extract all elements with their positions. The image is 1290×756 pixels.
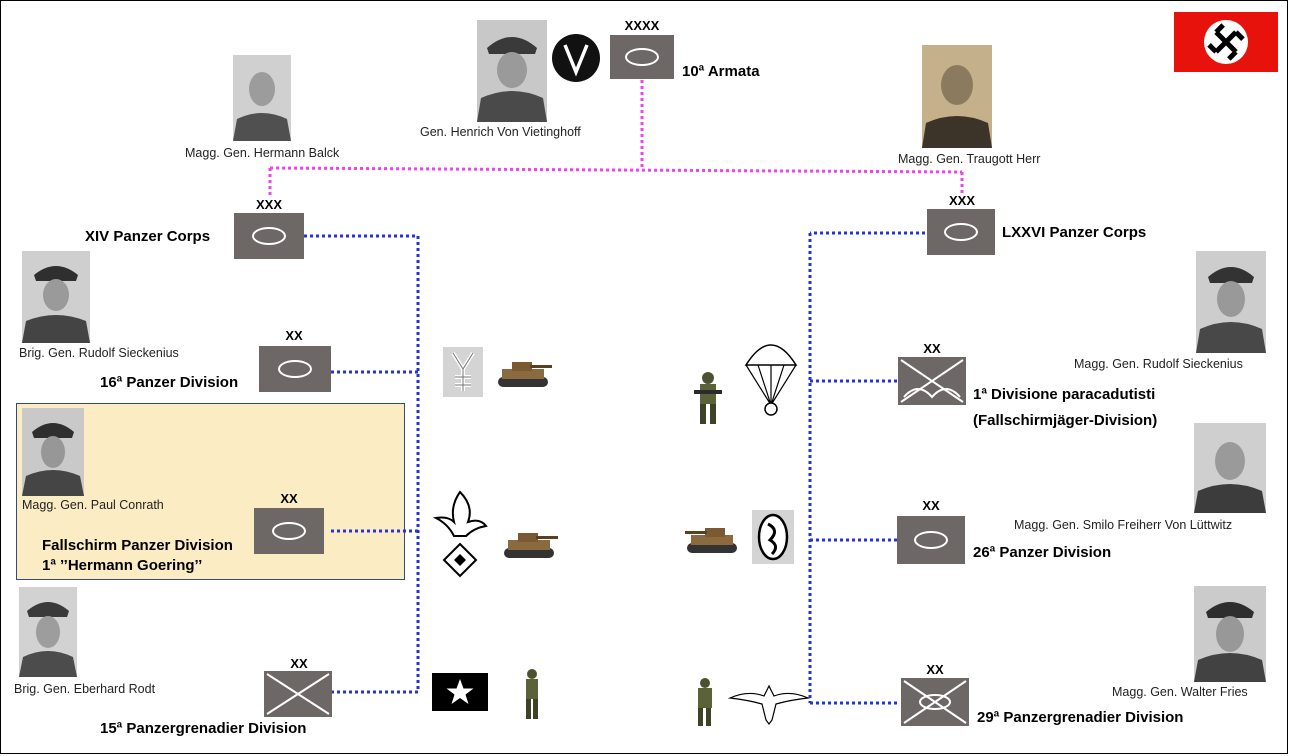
portrait-photo: [22, 408, 84, 496]
army-commander: Gen. Henrich Von Vietinghoff: [420, 125, 581, 139]
left-div2-commander: Magg. Gen. Paul Conrath: [22, 498, 164, 512]
portrait-photo: [1194, 586, 1266, 682]
corps-left-name: XIV Panzer Corps: [85, 228, 211, 245]
swastika-flag-icon: [1174, 12, 1278, 72]
right-div2-unit-symbol: [897, 516, 965, 564]
portrait-photo: [19, 587, 77, 677]
left-div3-name: 15ª Panzergrenadier Division: [100, 720, 307, 737]
left-div1-unit-symbol: [259, 346, 331, 392]
left-div3-commander: Brig. Gen. Eberhard Rodt: [14, 682, 156, 696]
portrait-photo: [22, 251, 90, 343]
right-div1-unit-symbol: [898, 357, 966, 405]
v-emblem-icon: [552, 34, 600, 82]
left-div2-name-line1: Fallschirm Panzer Division: [42, 537, 233, 554]
right-div2-commander: Magg. Gen. Smilo Freiherr Von Lüttwitz: [1014, 518, 1233, 532]
right-div3-commander: Magg. Gen. Walter Fries: [1112, 685, 1248, 699]
tank-icon: [500, 528, 560, 562]
portrait-photo: [233, 55, 291, 141]
tank-icon: [494, 357, 554, 391]
portrait-photo: [1194, 423, 1266, 513]
corps-right-echelon: XXX: [948, 193, 975, 208]
right-div1-name-line2: (Fallschirmjäger-Division): [973, 412, 1158, 429]
soldier-icon: [520, 667, 544, 721]
corps-right-name: LXXVI Panzer Corps: [1002, 224, 1147, 241]
corps-left-echelon: XXX: [255, 197, 282, 212]
right-div1-commander: Magg. Gen. Rudolf Sieckenius: [1074, 357, 1243, 371]
soldier-icon: [690, 370, 726, 426]
left-div3-unit-symbol: [264, 671, 332, 717]
left-div2-name-line2: 1ª ’’Hermann Goering’’: [42, 557, 203, 574]
right-div2-echelon: XX: [922, 498, 940, 513]
army-unit-symbol: [610, 35, 674, 79]
star-emblem-icon: [432, 673, 488, 711]
right-div1-name-line1: 1ª Divisione paracadutisti: [973, 386, 1156, 403]
right-div3-name: 29ª Panzergrenadier Division: [977, 709, 1184, 726]
division-insignia-icon: [443, 347, 483, 397]
soldier-icon: [693, 676, 717, 728]
corps-left-commander: Magg. Gen. Hermann Balck: [185, 146, 340, 160]
eagle-icon: [430, 488, 490, 580]
left-div2-echelon: XX: [280, 491, 298, 506]
army-name: 10ª Armata: [682, 63, 760, 80]
corps-links: [304, 231, 925, 705]
portrait-photo: [922, 45, 992, 148]
right-div2-name: 26ª Panzer Division: [973, 544, 1112, 561]
portrait-photo: [1196, 251, 1266, 353]
portrait-photo: [477, 20, 547, 122]
right-div1-echelon: XX: [923, 341, 941, 356]
division-insignia-icon: [752, 510, 794, 564]
right-div3-unit-symbol: [901, 678, 969, 726]
corps-right-commander: Magg. Gen. Traugott Herr: [898, 152, 1041, 166]
tank-icon: [683, 523, 743, 557]
army-links: [268, 80, 964, 196]
corps-right-unit-symbol: [927, 209, 995, 255]
parachute-icon: [743, 335, 799, 419]
corps-left-unit-symbol: [234, 213, 304, 259]
left-div2-unit-symbol: [254, 508, 324, 554]
left-div1-name: 16ª Panzer Division: [100, 374, 239, 391]
left-div1-commander: Brig. Gen. Rudolf Sieckenius: [19, 346, 179, 360]
army-echelon: XXXX: [624, 18, 660, 33]
right-div3-echelon: XX: [926, 662, 944, 677]
left-div3-echelon: XX: [290, 656, 308, 671]
left-div1-echelon: XX: [285, 328, 303, 343]
eagle-icon: [727, 680, 811, 726]
